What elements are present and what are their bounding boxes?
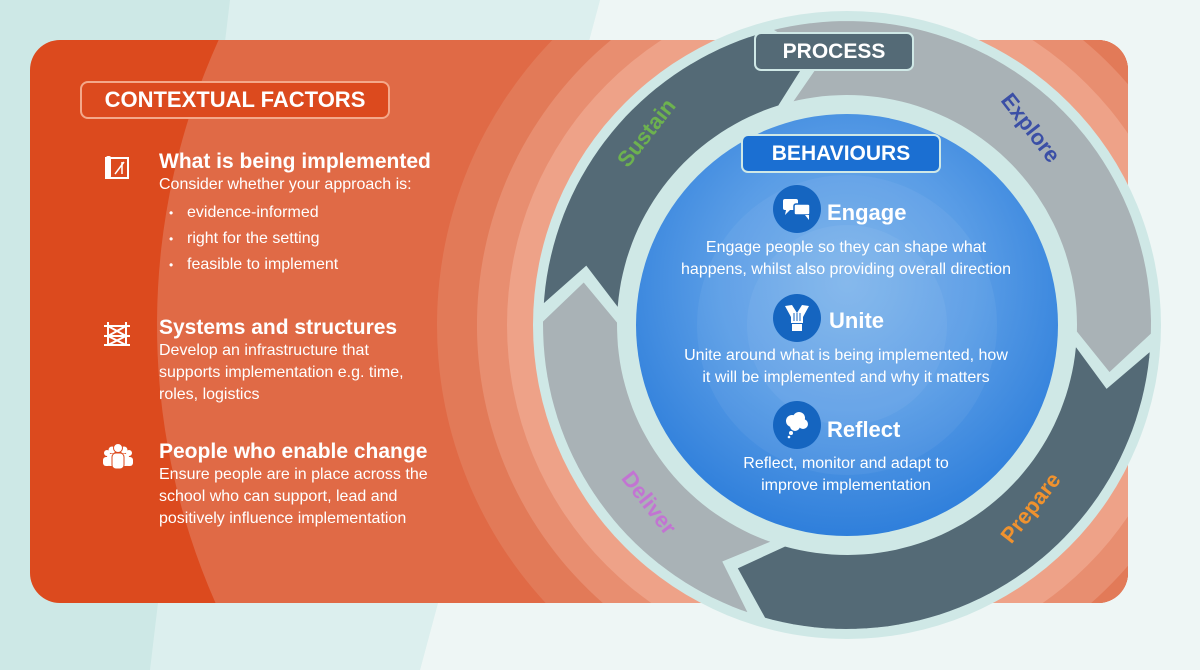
bullet-item: right for the setting (159, 226, 489, 252)
desc-line: Unite around what is being implemented, … (684, 347, 1008, 364)
thought-cloud-icon (773, 401, 821, 449)
ring-segment-explore (763, 16, 1156, 378)
blueprint-icon (105, 156, 129, 179)
factor-text-line: school who can support, lead and (159, 488, 398, 505)
factor-text-line: Ensure people are in place across the (159, 466, 428, 483)
desc-line: Engage people so they can shape what (705, 239, 987, 256)
ring-segment-prepare (732, 336, 1155, 634)
desc-line: it will be implemented and why it matter… (702, 369, 990, 386)
bullet-item: feasible to implement (159, 252, 489, 278)
behaviour-title-engage: Engage (827, 200, 907, 225)
desc-line: improve implementation (761, 477, 931, 494)
desc-line: Reflect, monitor and adapt to (743, 455, 949, 472)
factor-text-line: supports implementation e.g. time, (159, 364, 404, 381)
scaffold-icon (104, 322, 130, 346)
factor-text-line: Develop an infrastructure that (159, 342, 369, 359)
united-hands-icon (773, 294, 821, 342)
factor-title: Systems and structures (159, 316, 398, 339)
process-ring (539, 16, 1156, 634)
behaviours-circle (636, 114, 1058, 536)
ring-segment-deliver (539, 276, 782, 620)
behaviour-title-reflect: Reflect (827, 417, 901, 442)
desc-line: happens, whilst also providing overall d… (681, 261, 1011, 278)
factor-lead: Consider whether your approach is: (159, 176, 412, 193)
behaviour-desc-engage: Engage people so they can shape what hap… (600, 237, 1092, 281)
contextual-factors-title: CONTEXTUAL FACTORS (80, 81, 390, 119)
people-group-icon (103, 443, 133, 470)
factor-text-line: positively influence implementation (159, 510, 407, 527)
behaviour-title-unite: Unite (829, 308, 884, 333)
behaviour-desc-reflect: Reflect, monitor and adapt to improve im… (600, 453, 1092, 497)
factor-title: What is being implemented (159, 150, 431, 173)
factor-bullet-list: evidence-informed right for the setting … (159, 200, 489, 278)
factor-text-line: roles, logistics (159, 386, 260, 403)
process-title: PROCESS (754, 32, 914, 71)
ring-segment-sustain (539, 30, 812, 318)
factor-title: People who enable change (159, 440, 428, 463)
behaviours-title: BEHAVIOURS (741, 134, 941, 173)
behaviour-desc-unite: Unite around what is being implemented, … (600, 345, 1092, 389)
bullet-item: evidence-informed (159, 200, 489, 226)
speech-bubbles-icon (773, 185, 821, 233)
